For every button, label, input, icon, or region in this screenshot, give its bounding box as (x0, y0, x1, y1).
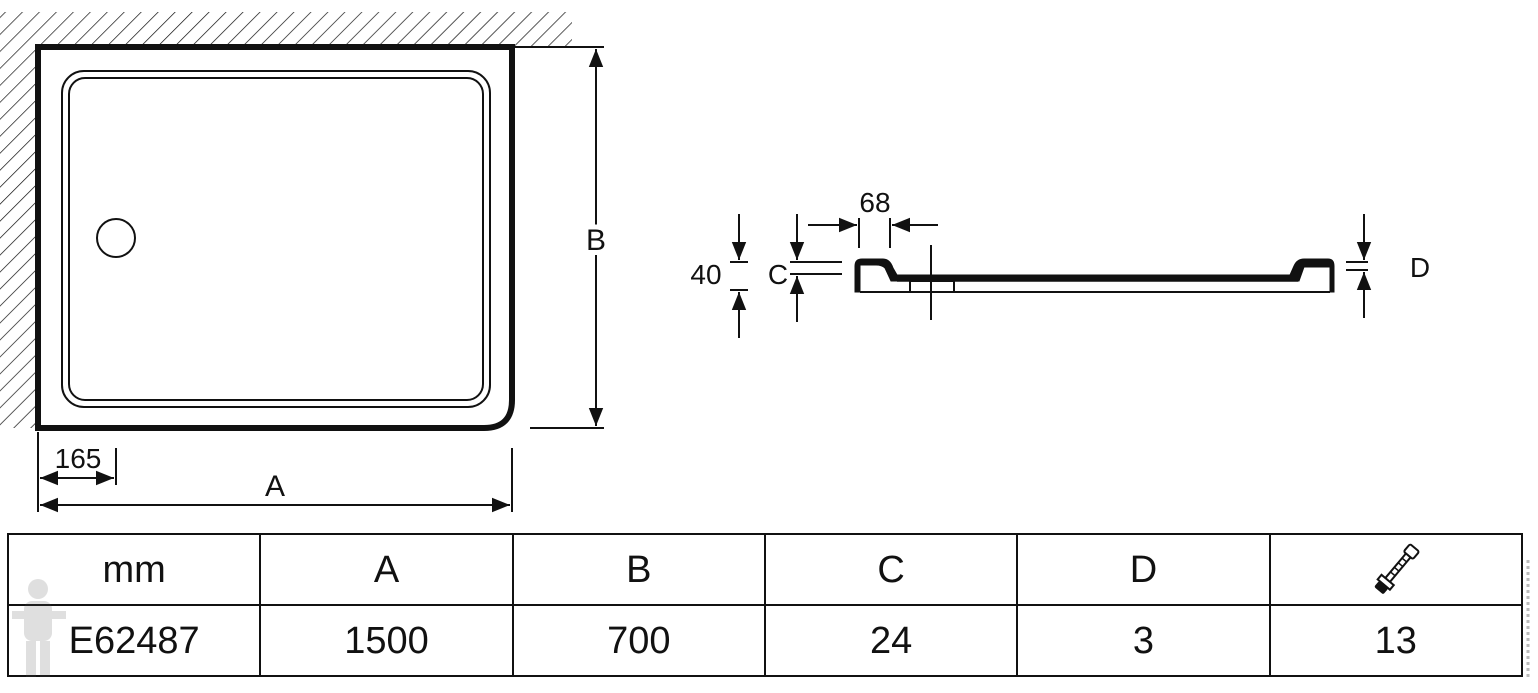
tray-section-profile (854, 258, 1335, 293)
table-header-row: mm A B C D (6, 533, 1524, 606)
plan-view: B A 165 (0, 12, 611, 513)
header-cell-mm: mm (6, 533, 262, 606)
table-row: E62487 1500 700 24 3 13 (6, 604, 1524, 677)
tray-inner-rim (61, 70, 491, 408)
cell-d: 3 (1016, 604, 1271, 677)
dim-c-label: C (768, 259, 788, 290)
cell-leg-count: 13 (1268, 604, 1524, 677)
header-cell-c: C (763, 533, 1019, 606)
header-cell-a: A (259, 533, 514, 606)
tray-outline (35, 44, 515, 431)
header-cell-d: D (1016, 533, 1271, 606)
adjustable-leg-icon (1374, 543, 1420, 594)
dim-40-label: 40 (690, 259, 721, 290)
cell-b: 700 (511, 604, 766, 677)
section-view: 68 40 C D (690, 187, 1430, 338)
plumber-mascot-watermark (12, 579, 66, 677)
dim-165-label: 165 (55, 443, 102, 474)
dim-a-label: A (265, 470, 285, 503)
dim-68-label: 68 (859, 187, 890, 218)
header-cell-b: B (511, 533, 766, 606)
cell-a: 1500 (259, 604, 514, 677)
drain-hole (96, 218, 136, 258)
cell-c: 24 (763, 604, 1019, 677)
header-cell-leg (1268, 533, 1524, 606)
cell-model: E62487 (6, 604, 262, 677)
dim-b-label: B (586, 224, 606, 257)
site-watermark (1526, 560, 1530, 680)
dim-d-label: D (1410, 252, 1430, 283)
tray-basin (68, 77, 484, 401)
dimensions-table: mm A B C D E62487 1500 700 24 (6, 533, 1524, 677)
